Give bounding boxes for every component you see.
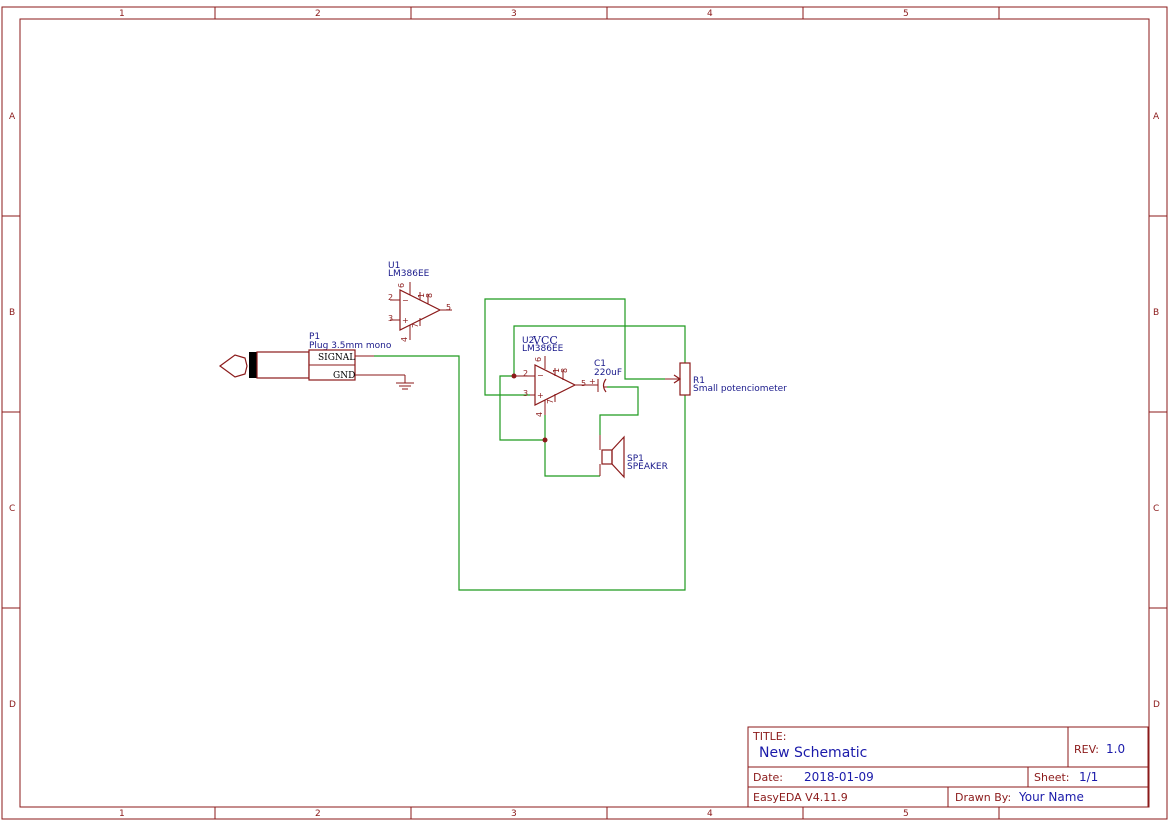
potentiometer-body bbox=[679, 362, 691, 396]
u2-minus-sign: − bbox=[537, 371, 544, 380]
u2-pin-4: 4 bbox=[535, 412, 544, 417]
u1-ref: U1 bbox=[388, 261, 400, 271]
software-label: EasyEDA V4.11.9 bbox=[753, 791, 848, 804]
grid-row-label: B bbox=[1153, 308, 1159, 318]
sheet-frame bbox=[1, 6, 1168, 820]
u1-pin-5: 5 bbox=[446, 303, 451, 312]
u2-pin-7: 7 bbox=[546, 399, 555, 404]
u2-pin-1: 1 bbox=[552, 368, 561, 373]
grid-col-label: 5 bbox=[903, 9, 909, 19]
wiper-arrow-icon bbox=[673, 374, 682, 384]
plug-tip-icon bbox=[218, 354, 248, 378]
u1-pin-6: 6 bbox=[397, 283, 406, 288]
grid-col-label: 4 bbox=[707, 9, 713, 19]
u2-ref: U2 bbox=[522, 336, 534, 346]
net-wires bbox=[374, 298, 686, 591]
r1-value: Small potenciometer bbox=[693, 384, 787, 394]
rev-label: REV: bbox=[1074, 743, 1099, 756]
grid-row-label: D bbox=[9, 700, 16, 710]
u1-pin-7: 7 bbox=[411, 323, 420, 328]
c1-plus-sign: + bbox=[589, 377, 596, 386]
c1-value: 220uF bbox=[594, 368, 622, 378]
title-label: TITLE: bbox=[752, 730, 786, 743]
junction-dot bbox=[542, 437, 548, 443]
p1-value: Plug 3.5mm mono bbox=[309, 341, 392, 351]
grid-row-label: C bbox=[9, 504, 15, 514]
drawn-by-label: Drawn By: bbox=[955, 791, 1011, 804]
u1-pin-8: 8 bbox=[425, 293, 434, 298]
ground-icon bbox=[396, 375, 414, 390]
title-block bbox=[747, 726, 1149, 808]
u2-pin-6: 6 bbox=[534, 357, 543, 362]
grid-col-label: 2 bbox=[315, 809, 321, 819]
u2-plus-sign: + bbox=[537, 391, 544, 400]
u2-pin-3: 3 bbox=[523, 389, 528, 398]
u1-plus-sign: + bbox=[402, 316, 409, 325]
p1-gnd-pin-label: GND bbox=[333, 371, 355, 381]
grid-col-label: 3 bbox=[511, 809, 517, 819]
u2-pin-5: 5 bbox=[581, 379, 586, 388]
grid-col-label: 1 bbox=[119, 9, 125, 19]
u2-vcc-net-label: VCC bbox=[532, 334, 558, 347]
u1-minus-sign: − bbox=[402, 296, 409, 305]
opamp-u2[interactable]: U2 VCC LM386EE 2 3 5 6 4 1 8 7 − + bbox=[514, 334, 595, 417]
date-label: Date: bbox=[753, 771, 783, 784]
u1-pin-3: 3 bbox=[388, 314, 393, 323]
grid-row-label: C bbox=[1153, 504, 1159, 514]
schematic-title: New Schematic bbox=[759, 745, 867, 761]
sheet-value: 1/1 bbox=[1079, 770, 1098, 784]
grid-col-label: 5 bbox=[903, 809, 909, 819]
sp1-ref: SP1 bbox=[627, 454, 644, 464]
c1-ref: C1 bbox=[594, 359, 606, 369]
r1-ref: R1 bbox=[693, 376, 705, 386]
u2-pin-2: 2 bbox=[523, 369, 528, 378]
grid-col-label: 2 bbox=[315, 9, 321, 19]
speaker-body-icon bbox=[601, 449, 613, 465]
grid-row-label: A bbox=[1153, 112, 1160, 122]
date-value: 2018-01-09 bbox=[804, 770, 874, 784]
u1-pin-2: 2 bbox=[388, 293, 393, 302]
capacitor-c1[interactable]: C1 220uF + bbox=[589, 359, 622, 393]
drawn-by-value: Your Name bbox=[1018, 790, 1084, 804]
p1-ref: P1 bbox=[309, 332, 320, 342]
opamp-u1[interactable]: U1 LM386EE 2 3 5 6 4 1 8 7 − + bbox=[388, 261, 452, 342]
grid-row-label: A bbox=[9, 112, 16, 122]
sheet-label: Sheet: bbox=[1034, 771, 1070, 784]
sp1-value: SPEAKER bbox=[627, 462, 668, 472]
grid-row-label: B bbox=[9, 308, 15, 318]
speaker-cone-icon bbox=[611, 435, 625, 479]
u1-pin-4: 4 bbox=[400, 337, 409, 342]
grid-col-label: 1 bbox=[119, 809, 125, 819]
plug-p1[interactable]: P1 Plug 3.5mm mono SIGNAL GND bbox=[218, 332, 405, 381]
grid-row-label: D bbox=[1153, 700, 1160, 710]
u1-pin-1: 1 bbox=[417, 293, 426, 298]
grid-col-label: 4 bbox=[707, 809, 713, 819]
plug-ring-icon bbox=[249, 352, 257, 378]
u2-value: LM386EE bbox=[522, 344, 564, 354]
speaker-sp1[interactable]: SP1 SPEAKER bbox=[599, 435, 668, 479]
p1-signal-pin-label: SIGNAL bbox=[318, 353, 355, 363]
u1-value: LM386EE bbox=[388, 269, 430, 279]
rev-value: 1.0 bbox=[1106, 742, 1125, 756]
capacitor-curved-plate-icon bbox=[602, 378, 607, 393]
grid-col-label: 3 bbox=[511, 9, 517, 19]
plug-sleeve-icon bbox=[256, 351, 310, 379]
u2-pin-8: 8 bbox=[560, 368, 569, 373]
potentiometer-r1[interactable]: R1 Small potenciometer bbox=[665, 362, 787, 396]
